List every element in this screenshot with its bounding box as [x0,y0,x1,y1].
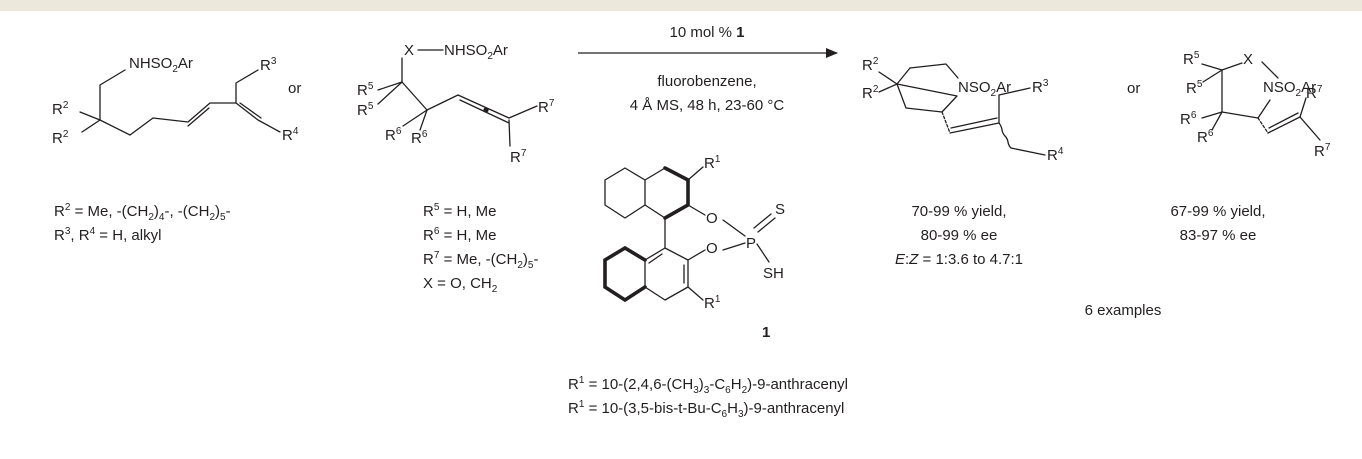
product-a-ez-ratio: E:Z = 1:3.6 to 4.7:1 [894,251,1024,268]
product-b-yield: 67-99 % yield, [1170,203,1266,220]
substrate-b-r6-label: R6 [385,126,402,144]
product-a-r2-label: R2 [862,56,879,74]
catalyst-p-label: P [746,235,756,252]
catalyst-o-label: O [706,210,718,227]
or-label: or [1127,80,1141,97]
catalyst-r1-definition: R1 = 10-(3,5-bis-t-Bu-C6H3)-9-anthraceny… [568,399,845,420]
substrate-a-r4-label: R4 [282,126,299,144]
product-b-nso2ar-label: NSO2Ar [1263,79,1316,99]
product-b-r6-label: R6 [1180,110,1197,128]
substrate-b-r5-label: R5 [357,81,374,99]
catalyst-r1-definition: R1 = 10-(2,4,6-(CH3)3-C6H2)-9-anthraceny… [568,375,849,396]
product-b-r5-label: R5 [1183,50,1200,68]
product-a-structure: NSO2Ar R2 R2 R3 R4 [862,56,1064,164]
substrate-a-r3-label: R3 [260,56,277,74]
substrate-b-x-definition: X = O, CH2 [423,275,498,295]
product-a-nso2ar-label: NSO2Ar [958,79,1011,99]
catalyst-loading: 10 mol % 1 [669,24,745,41]
examples-count: 6 examples [1084,302,1162,319]
substrate-b-r5-definition: R5 = H, Me [423,202,497,221]
substrate-b-r6-label: R6 [411,129,428,147]
product-a-ee: 80-99 % ee [920,227,998,244]
solvent-condition: fluorobenzene, [657,73,757,90]
product-a-yield: 70-99 % yield, [911,203,1007,220]
substrate-b-x-label: X [404,42,414,59]
catalyst-number: 1 [762,324,770,341]
substrate-a-r3-r4-definition: R3, R4 = H, alkyl [54,226,162,245]
substrate-b-structure: X NHSO2Ar R5 R5 R6 R6 R7 R7 [357,42,555,166]
product-a-r4-label: R4 [1047,146,1064,164]
catalyst-structure: O O P S SH R1 R1 1 [603,154,785,341]
catalyst-sh-label: SH [763,265,784,282]
substrate-a-structure: NHSO2Ar R2 R2 R3 R4 [52,55,299,147]
catalyst-r1-label: R1 [704,294,721,312]
substrate-a-r2-label: R2 [52,100,69,118]
catalyst-r1-label: R1 [704,154,721,172]
reaction-conditions: 4 Å MS, 48 h, 23-60 °C [629,97,785,114]
substrate-b-r7-definition: R7 = Me, -(CH2)5- [423,250,539,271]
substrate-a-r2-label: R2 [52,129,69,147]
product-b-structure: X NSO2Ar R5 R5 R6 R6 R7 R7 [1180,50,1331,160]
product-b-x-label: X [1243,51,1253,68]
or-label: or [288,80,302,97]
substrate-b-r7-label: R7 [538,98,555,116]
substrate-b-r7-label: R7 [510,148,527,166]
product-a-r3-label: R3 [1032,78,1049,96]
substrate-b-nhso2ar-label: NHSO2Ar [444,42,508,62]
substrate-a-r2-definition: R2 = Me, -(CH2)4-, -(CH2)5- [54,202,231,223]
product-b-r6-label: R6 [1197,128,1214,146]
substrate-b-r5-label: R5 [357,101,374,119]
product-b-r7-label: R7 [1306,84,1323,102]
substrate-a-nhso2ar-label: NHSO2Ar [129,55,193,75]
substrate-b-r6-definition: R6 = H, Me [423,226,497,245]
catalyst-o-label: O [706,240,718,257]
header-bar [0,0,1362,11]
catalyst-s-label: S [775,201,785,218]
product-b-r5-label: R5 [1186,79,1203,97]
product-b-ee: 83-97 % ee [1179,227,1257,244]
product-a-r2-label: R2 [862,84,879,102]
product-b-r7-label: R7 [1314,142,1331,160]
